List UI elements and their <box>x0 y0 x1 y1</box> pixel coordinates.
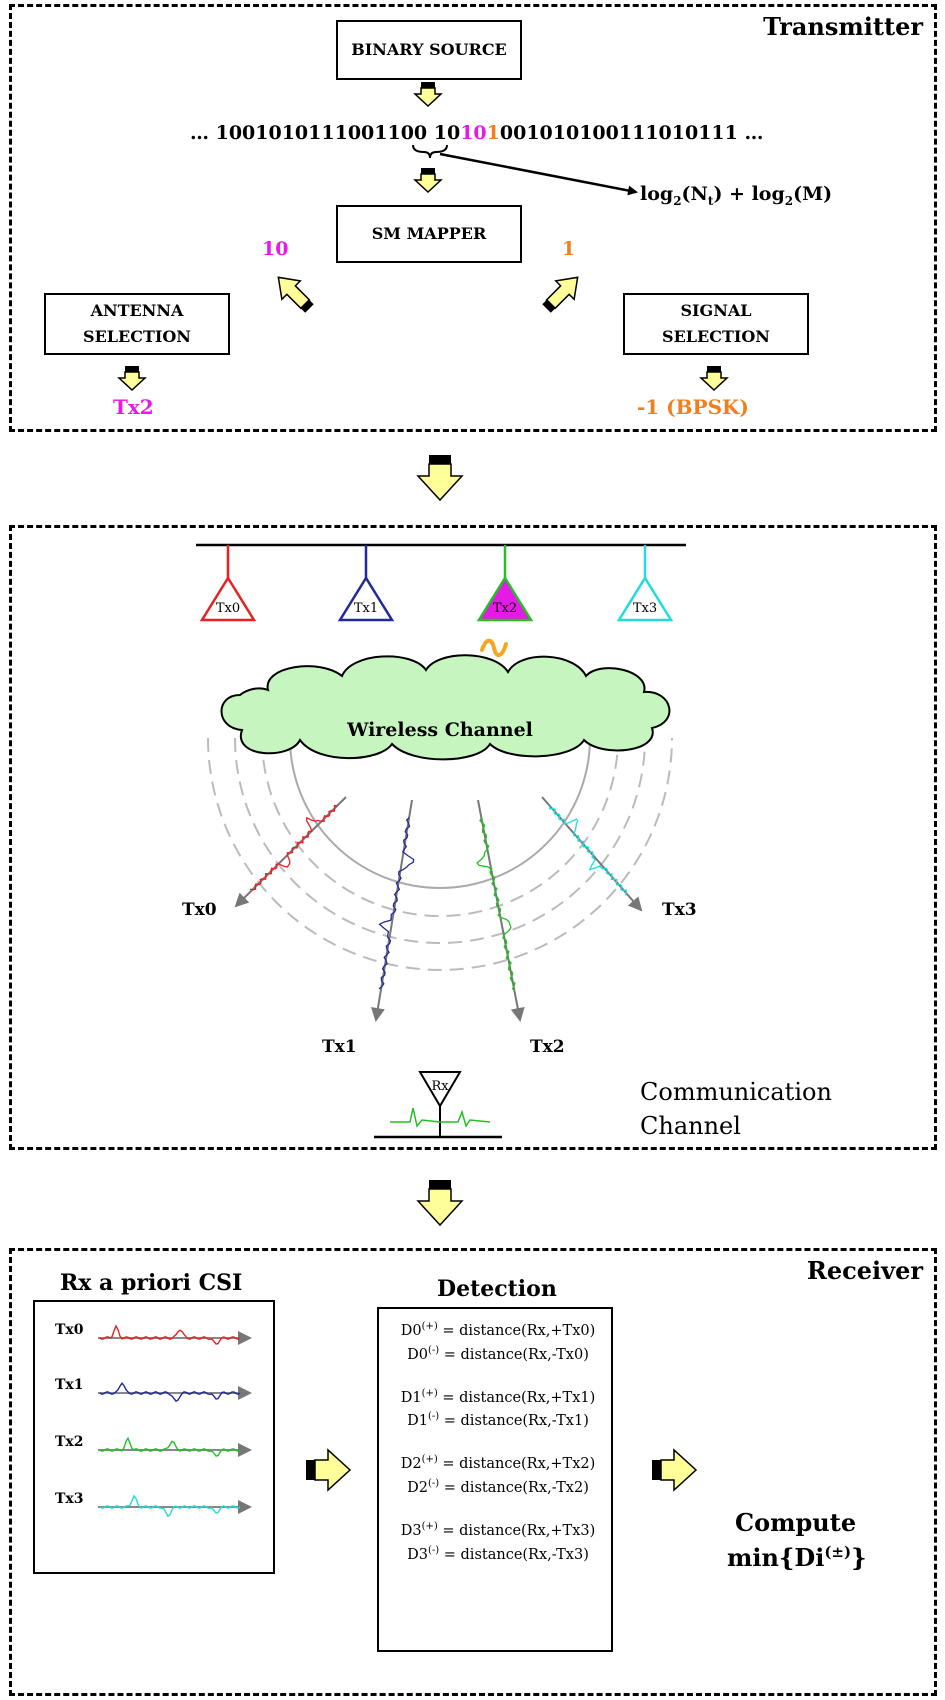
formula-log1: log <box>640 183 674 205</box>
csi-row-0: Tx0 <box>55 1322 252 1345</box>
antenna-result: Tx2 <box>113 395 154 419</box>
path-label-3: Tx3 <box>662 900 697 920</box>
wireless-channel-cloud <box>220 654 671 761</box>
compute-line2: min{Di(±)} <box>727 1543 867 1572</box>
formula-m: (M) <box>793 183 833 205</box>
formula-nt: (N <box>681 183 708 205</box>
detection-line-5: D2(-) = distance(Rx,-Tx2) <box>407 1478 589 1496</box>
propagation-arcs <box>207 737 673 971</box>
arrow-mapper-to-signal <box>542 276 579 313</box>
bits-signal: 1 <box>486 122 500 144</box>
signal-selection-box: SIGNAL SELECTION <box>623 293 809 355</box>
compute-sup: (±) <box>824 1543 852 1561</box>
bits-formula: log2(Nt) + log2(M) <box>640 183 832 208</box>
csi-row-3: Tx3 <box>55 1491 252 1518</box>
csi-row-label-2: Tx2 <box>55 1434 84 1450</box>
arrow-bits-to-mapper <box>413 168 443 194</box>
rx-label: Rx <box>431 1079 449 1094</box>
tx2-signal-squiggle <box>480 638 508 657</box>
binary-source-box: BINARY SOURCE <box>336 20 522 80</box>
tx-antenna-1: Tx1 <box>337 545 395 622</box>
channel-panel <box>9 525 937 1150</box>
tx-antenna-0: Tx0 <box>199 545 257 622</box>
transmitter-title: Transmitter <box>763 12 923 41</box>
arrow-detection-to-compute <box>652 1448 698 1492</box>
csi-row-2: Tx2 <box>55 1434 252 1457</box>
signal-path-0: Tx0 <box>182 796 347 920</box>
receiver-panel <box>9 1248 937 1696</box>
formula-sub2: 2 <box>784 193 794 208</box>
detection-box: D0(+) = distance(Rx,+Tx0) D0(-) = distanc… <box>377 1307 613 1652</box>
tx-antenna-3: Tx3 <box>616 545 674 622</box>
formula-log2: ) + log <box>713 183 785 205</box>
detection-line-4: D2(+) = distance(Rx,+Tx2) <box>400 1454 596 1473</box>
detection-line-2: D1(+) = distance(Rx,+Tx1) <box>400 1387 596 1406</box>
arrow-binary-to-bits <box>413 82 443 108</box>
formula-pointer-arrow <box>439 152 638 196</box>
tx-antenna-label-1: Tx1 <box>354 601 378 616</box>
tx-antenna-label-3: Tx3 <box>633 601 657 616</box>
detection-title: Detection <box>437 1276 557 1302</box>
channel-title-line2: Channel <box>640 1112 741 1140</box>
signal-path-1: Tx1 <box>322 799 415 1057</box>
receiver-title: Receiver <box>806 1256 923 1285</box>
antenna-selection-box: ANTENNA SELECTION <box>44 293 230 355</box>
path-label-2: Tx2 <box>530 1037 565 1057</box>
transmitter-panel <box>9 4 937 432</box>
tx-antenna-array: Tx0 Tx1 Tx2 Tx3 <box>199 545 674 622</box>
path-label-1: Tx1 <box>322 1037 357 1057</box>
bit-stream: … 1001010111001100 101010010101001110101… <box>190 122 763 144</box>
csi-box <box>33 1300 275 1574</box>
formula-sub-t: t <box>707 193 714 208</box>
sm-mapper-label: SM MAPPER <box>371 224 487 243</box>
arrow-mapper-to-antenna <box>277 276 314 313</box>
rx-received-signal <box>390 1107 491 1128</box>
arrow-channel-to-receiver <box>416 1180 464 1227</box>
detection-line-1: D0(-) = distance(Rx,-Tx0) <box>407 1344 589 1363</box>
arrow-csi-to-detection <box>306 1448 352 1492</box>
arrow-antenna-to-result <box>117 366 147 392</box>
bits-suffix: 001010100111010111 … <box>499 122 764 144</box>
antenna-selection-line2: SELECTION <box>83 327 191 346</box>
detection-equations: D0(+) = distance(Rx,+Tx0) D0(-) = distanc… <box>385 1317 611 1565</box>
arrow-signal-to-result <box>699 366 729 392</box>
tx-antenna-2: Tx2 <box>476 545 534 622</box>
bits-antenna: 10 <box>460 122 487 144</box>
arrow-transmitter-to-channel <box>416 455 464 502</box>
signal-bits-label: 1 <box>562 238 576 260</box>
detection-line-7: D3(-) = distance(Rx,-Tx3) <box>407 1544 589 1563</box>
tx-antenna-label-2: Tx2 <box>493 601 517 616</box>
csi-row-1: Tx1 <box>55 1377 252 1402</box>
signal-path-3: Tx3 <box>541 796 697 920</box>
csi-title: Rx a priori CSI <box>60 1270 243 1296</box>
signal-selection-line2: SELECTION <box>662 327 770 346</box>
channel-title-line1: Communication <box>640 1078 832 1106</box>
compute-min: min{Di <box>727 1543 825 1572</box>
bits-prefix: … 1001010111001100 10 <box>190 122 461 144</box>
compute-close: } <box>851 1543 867 1572</box>
detection-line-3: D1(-) = distance(Rx,-Tx1) <box>407 1411 589 1430</box>
tx-antenna-label-0: Tx0 <box>216 601 240 616</box>
detection-line-0: D0(+) = distance(Rx,+Tx0) <box>400 1321 596 1339</box>
sm-mapper-box: SM MAPPER <box>336 205 522 263</box>
binary-source-label: BINARY SOURCE <box>351 40 507 59</box>
rx-antenna <box>374 1071 502 1139</box>
bits-brace <box>412 144 448 159</box>
cloud-label: Wireless Channel <box>346 719 533 741</box>
csi-row-label-0: Tx0 <box>55 1322 84 1338</box>
antenna-selection-line1: ANTENNA <box>90 301 184 320</box>
csi-row-label-1: Tx1 <box>55 1377 84 1393</box>
formula-sub1: 2 <box>673 193 682 208</box>
compute-line1: Compute <box>735 1508 857 1537</box>
antenna-bits-label: 10 <box>262 238 289 260</box>
signal-selection-line1: SIGNAL <box>680 301 752 320</box>
detection-line-6: D3(+) = distance(Rx,+Tx3) <box>400 1520 596 1539</box>
signal-path-2: Tx2 <box>476 799 565 1057</box>
signal-result: -1 (BPSK) <box>637 395 749 419</box>
csi-row-label-3: Tx3 <box>55 1491 84 1507</box>
path-label-0: Tx0 <box>182 900 217 920</box>
